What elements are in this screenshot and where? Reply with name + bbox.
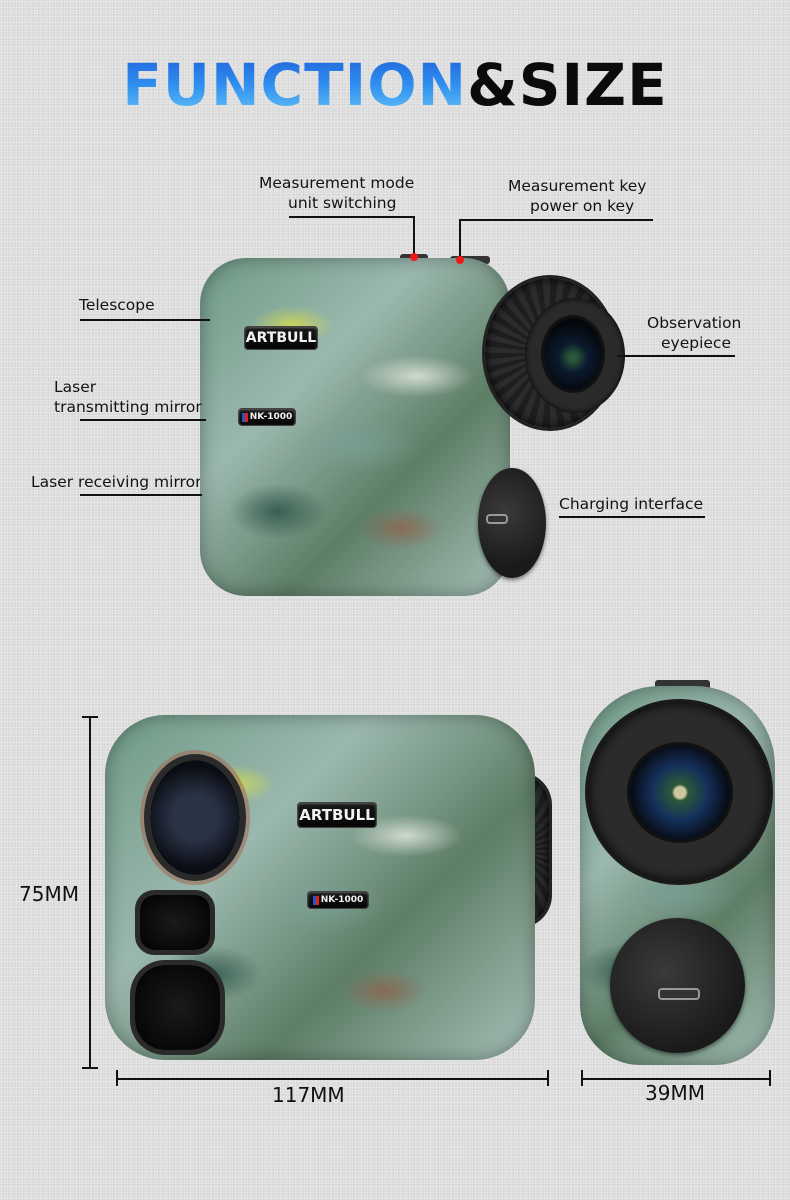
flag-icon <box>241 412 248 422</box>
model-badge: NK-1000 <box>238 408 296 426</box>
width-dim-right-tick <box>769 1070 771 1086</box>
callout-laser-tx-line1: Laser <box>54 378 97 396</box>
width-dimension: 39MM <box>645 1081 705 1105</box>
callout-eyepiece-line <box>617 355 735 357</box>
rangefinder-rear-view <box>580 680 775 1065</box>
height-dim-bottom-tick <box>82 1067 98 1069</box>
laser-transmitter-window <box>140 895 210 950</box>
callout-mode-vline <box>413 216 415 256</box>
callout-mode-hline <box>289 216 415 218</box>
mode-button-marker <box>410 253 418 261</box>
callout-laser-rx-line <box>80 494 202 496</box>
callout-mode-line1: Measurement mode <box>259 174 415 192</box>
callout-laser-tx-line <box>80 419 206 421</box>
height-dimension: 75MM <box>19 882 79 906</box>
length-dimension: 117MM <box>272 1083 345 1107</box>
camo-housing <box>200 258 510 596</box>
rear-eyepiece-lens <box>630 745 730 840</box>
callout-key-hline <box>459 219 653 221</box>
callout-eyepiece-line1: Observation <box>647 314 742 332</box>
width-dim-line <box>581 1078 771 1080</box>
laser-receiver-window <box>135 965 220 1050</box>
callout-telescope-line <box>80 319 210 321</box>
top-button-rear <box>655 680 710 690</box>
length-dim-line <box>116 1078 549 1080</box>
model-text-front: NK-1000 <box>320 895 364 905</box>
usb-port-icon <box>486 514 508 524</box>
length-dim-right-tick <box>547 1070 549 1086</box>
model-badge-front: NK-1000 <box>307 891 369 909</box>
callout-key-vline <box>459 219 461 260</box>
flag-icon <box>312 895 319 905</box>
objective-lens <box>150 760 240 875</box>
title-function: FUNCTION <box>122 51 468 119</box>
brand-badge-front: ARTBULL <box>297 802 377 828</box>
callout-telescope: Telescope <box>79 296 155 314</box>
callout-eyepiece-line2: eyepiece <box>661 334 731 352</box>
callout-mode-line2: unit switching <box>288 194 397 212</box>
callout-charging-line <box>559 516 705 518</box>
rangefinder-side-view: ARTBULL NK-1000 <box>200 254 625 596</box>
brand-text-front: ARTBULL <box>299 806 375 824</box>
brand-text: ARTBULL <box>245 330 317 346</box>
rangefinder-front-view: ARTBULL NK-1000 <box>105 715 555 1060</box>
height-dim-line <box>89 716 91 1069</box>
callout-laser-tx-line2: transmitting mirror <box>54 398 202 416</box>
rear-charging-cap <box>610 918 745 1053</box>
power-button-marker <box>456 256 464 264</box>
callout-key-line1: Measurement key <box>508 177 647 195</box>
brand-badge: ARTBULL <box>244 326 318 350</box>
callout-laser-rx: Laser receiving mirror <box>31 473 200 491</box>
callout-key-line2: power on key <box>530 197 635 215</box>
eyepiece-lens <box>544 318 602 390</box>
title-size: &SIZE <box>467 51 668 119</box>
model-text: NK-1000 <box>249 412 293 422</box>
callout-charging: Charging interface <box>559 495 704 513</box>
usb-port-icon-rear <box>658 988 700 1000</box>
page-title: FUNCTION&SIZE <box>0 52 790 118</box>
